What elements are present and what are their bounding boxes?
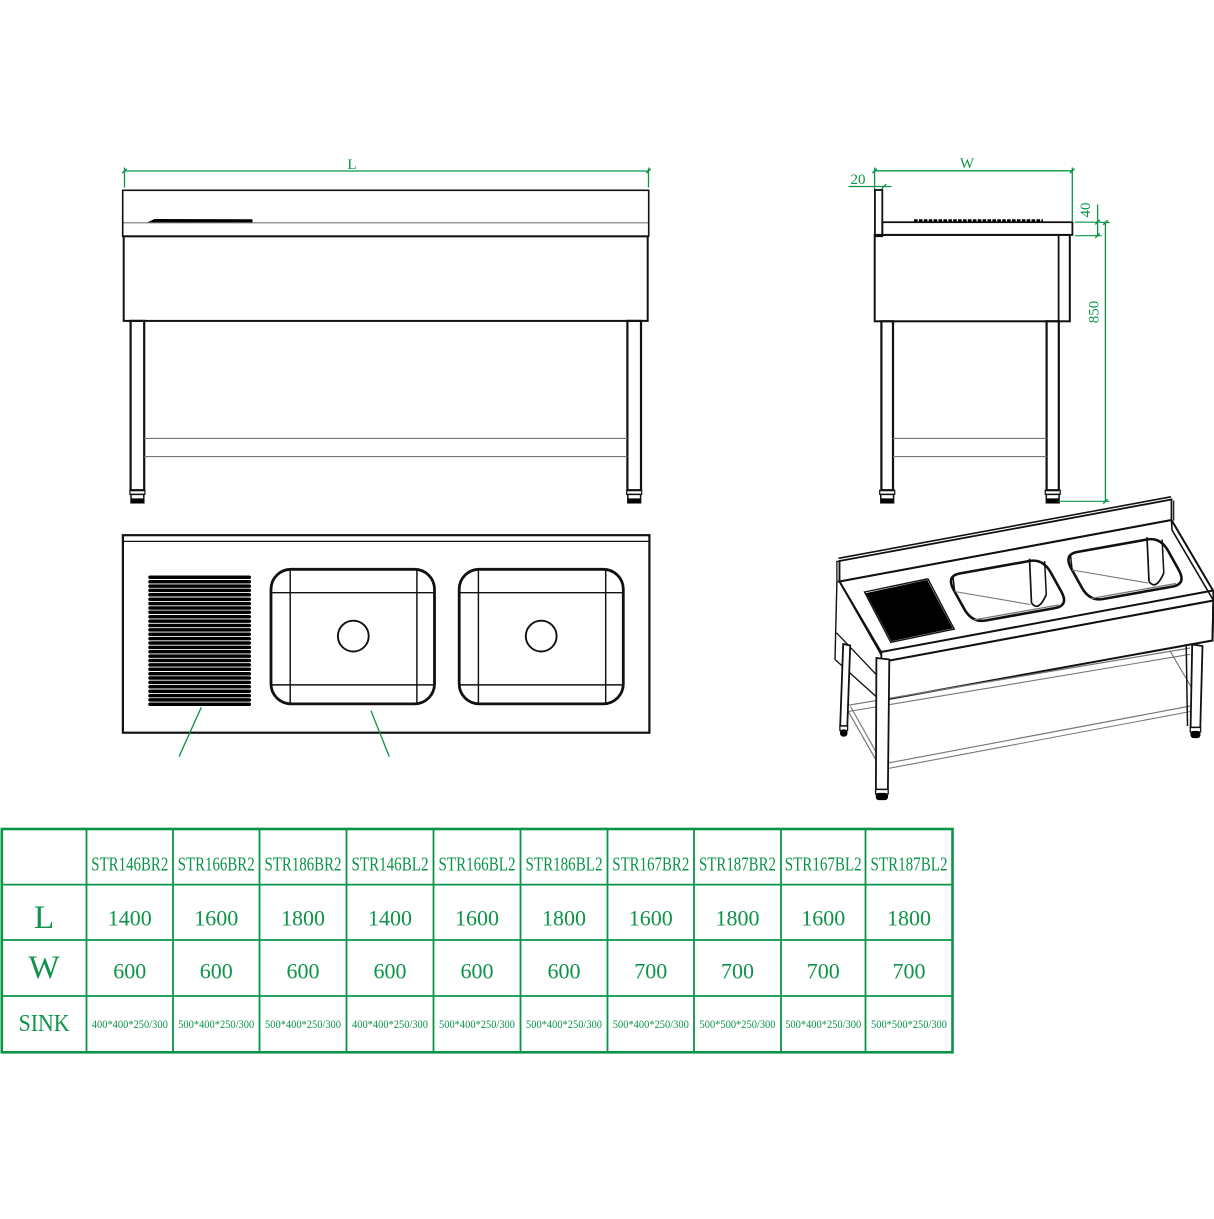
- svg-text:500*400*250/300: 500*400*250/300: [265, 1017, 341, 1031]
- svg-text:600: 600: [548, 959, 581, 984]
- svg-text:700: 700: [634, 959, 667, 984]
- svg-text:500*400*250/300: 500*400*250/300: [526, 1017, 602, 1031]
- svg-text:600: 600: [200, 959, 233, 984]
- svg-text:1400: 1400: [368, 906, 412, 931]
- svg-text:STR187BL2: STR187BL2: [871, 855, 948, 876]
- svg-text:STR146BL2: STR146BL2: [352, 855, 429, 876]
- svg-text:1800: 1800: [281, 906, 325, 931]
- svg-text:700: 700: [721, 959, 754, 984]
- svg-text:500*400*250/300: 500*400*250/300: [785, 1017, 861, 1031]
- svg-text:1600: 1600: [194, 906, 238, 931]
- svg-text:700: 700: [893, 959, 926, 984]
- svg-text:STR166BL2: STR166BL2: [439, 855, 516, 876]
- svg-text:700: 700: [807, 959, 840, 984]
- svg-text:600: 600: [374, 959, 407, 984]
- svg-text:600: 600: [287, 959, 320, 984]
- svg-text:40: 40: [1078, 203, 1094, 218]
- svg-text:600: 600: [113, 959, 146, 984]
- svg-text:1800: 1800: [542, 906, 586, 931]
- svg-text:1600: 1600: [455, 906, 499, 931]
- svg-text:STR167BL2: STR167BL2: [785, 855, 862, 876]
- svg-text:W: W: [960, 156, 975, 172]
- svg-text:STR167BR2: STR167BR2: [612, 855, 689, 876]
- svg-text:500*500*250/300: 500*500*250/300: [700, 1017, 776, 1031]
- svg-text:850: 850: [1087, 301, 1103, 324]
- svg-text:STR166BR2: STR166BR2: [178, 855, 255, 876]
- svg-text:W: W: [29, 950, 61, 986]
- svg-text:STR146BR2: STR146BR2: [91, 855, 168, 876]
- svg-text:1600: 1600: [629, 906, 673, 931]
- svg-text:500*400*250/300: 500*400*250/300: [178, 1017, 254, 1031]
- svg-text:400*400*250/300: 400*400*250/300: [92, 1017, 168, 1031]
- svg-text:600: 600: [461, 959, 494, 984]
- svg-text:500*400*250/300: 500*400*250/300: [439, 1017, 515, 1031]
- svg-text:STR187BR2: STR187BR2: [699, 855, 776, 876]
- svg-text:20: 20: [851, 172, 866, 188]
- svg-text:1800: 1800: [716, 906, 760, 931]
- svg-text:1600: 1600: [801, 906, 845, 931]
- svg-text:500*500*250/300: 500*500*250/300: [871, 1017, 947, 1031]
- svg-text:L: L: [347, 157, 356, 173]
- svg-text:STR186BR2: STR186BR2: [265, 855, 342, 876]
- svg-text:1400: 1400: [108, 906, 152, 931]
- svg-text:STR186BL2: STR186BL2: [526, 855, 603, 876]
- svg-text:500*400*250/300: 500*400*250/300: [613, 1017, 689, 1031]
- svg-text:1800: 1800: [887, 906, 931, 931]
- svg-text:400*400*250/300: 400*400*250/300: [352, 1017, 428, 1031]
- svg-text:L: L: [34, 900, 54, 936]
- svg-text:SINK: SINK: [19, 1011, 71, 1037]
